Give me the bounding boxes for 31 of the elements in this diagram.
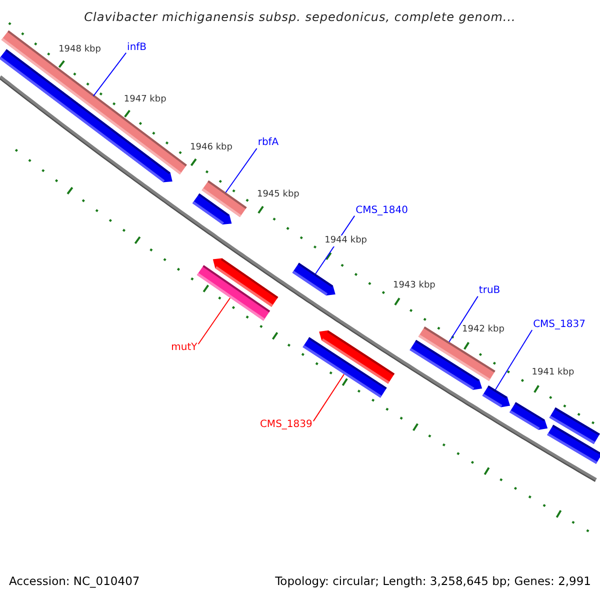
- leader-line: [448, 296, 478, 342]
- gene-feature: [202, 180, 247, 218]
- gene-label: infB: [127, 42, 147, 54]
- scale-label: 1945 kbp: [256, 190, 300, 201]
- leader-line: [312, 374, 344, 422]
- gene-feature: [319, 330, 395, 384]
- map-title: Clavibacter michiganensis subsp. sepedonicus, complete genom...: [84, 10, 516, 24]
- scale-label: 1943 kbp: [392, 280, 436, 292]
- leader-line: [198, 298, 231, 345]
- leader-line: [93, 52, 127, 96]
- gene-label: rbfA: [258, 137, 279, 150]
- gene-feature: [292, 262, 336, 296]
- accession-text: Accession: NC_010407: [9, 574, 140, 588]
- scale-label: 1941 kbp: [530, 368, 576, 379]
- scale-label: 1942 kbp: [461, 324, 506, 336]
- gene-feature: [547, 424, 600, 464]
- gene-label: CMS_1837: [533, 319, 586, 332]
- leader-line: [225, 148, 258, 193]
- leader-line: [494, 330, 533, 390]
- genome-summary: Topology: circular; Length: 3,258,645 bp; Genes: 2,991: [275, 574, 591, 588]
- gene-feature: [212, 258, 278, 307]
- gene-label: truB: [478, 285, 500, 298]
- scale-label: 1946 kbp: [189, 142, 234, 154]
- gene-label: CMS_1839: [260, 419, 312, 432]
- gene-label: mutY: [171, 342, 198, 354]
- scale-label: 1947 kbp: [122, 94, 168, 106]
- scale-label: 1948 kbp: [58, 44, 102, 56]
- gene-label: CMS_1840: [356, 204, 408, 217]
- scale-label: 1944 kbp: [324, 236, 368, 247]
- gene-feature: [482, 386, 510, 408]
- gene-feature: [510, 402, 548, 430]
